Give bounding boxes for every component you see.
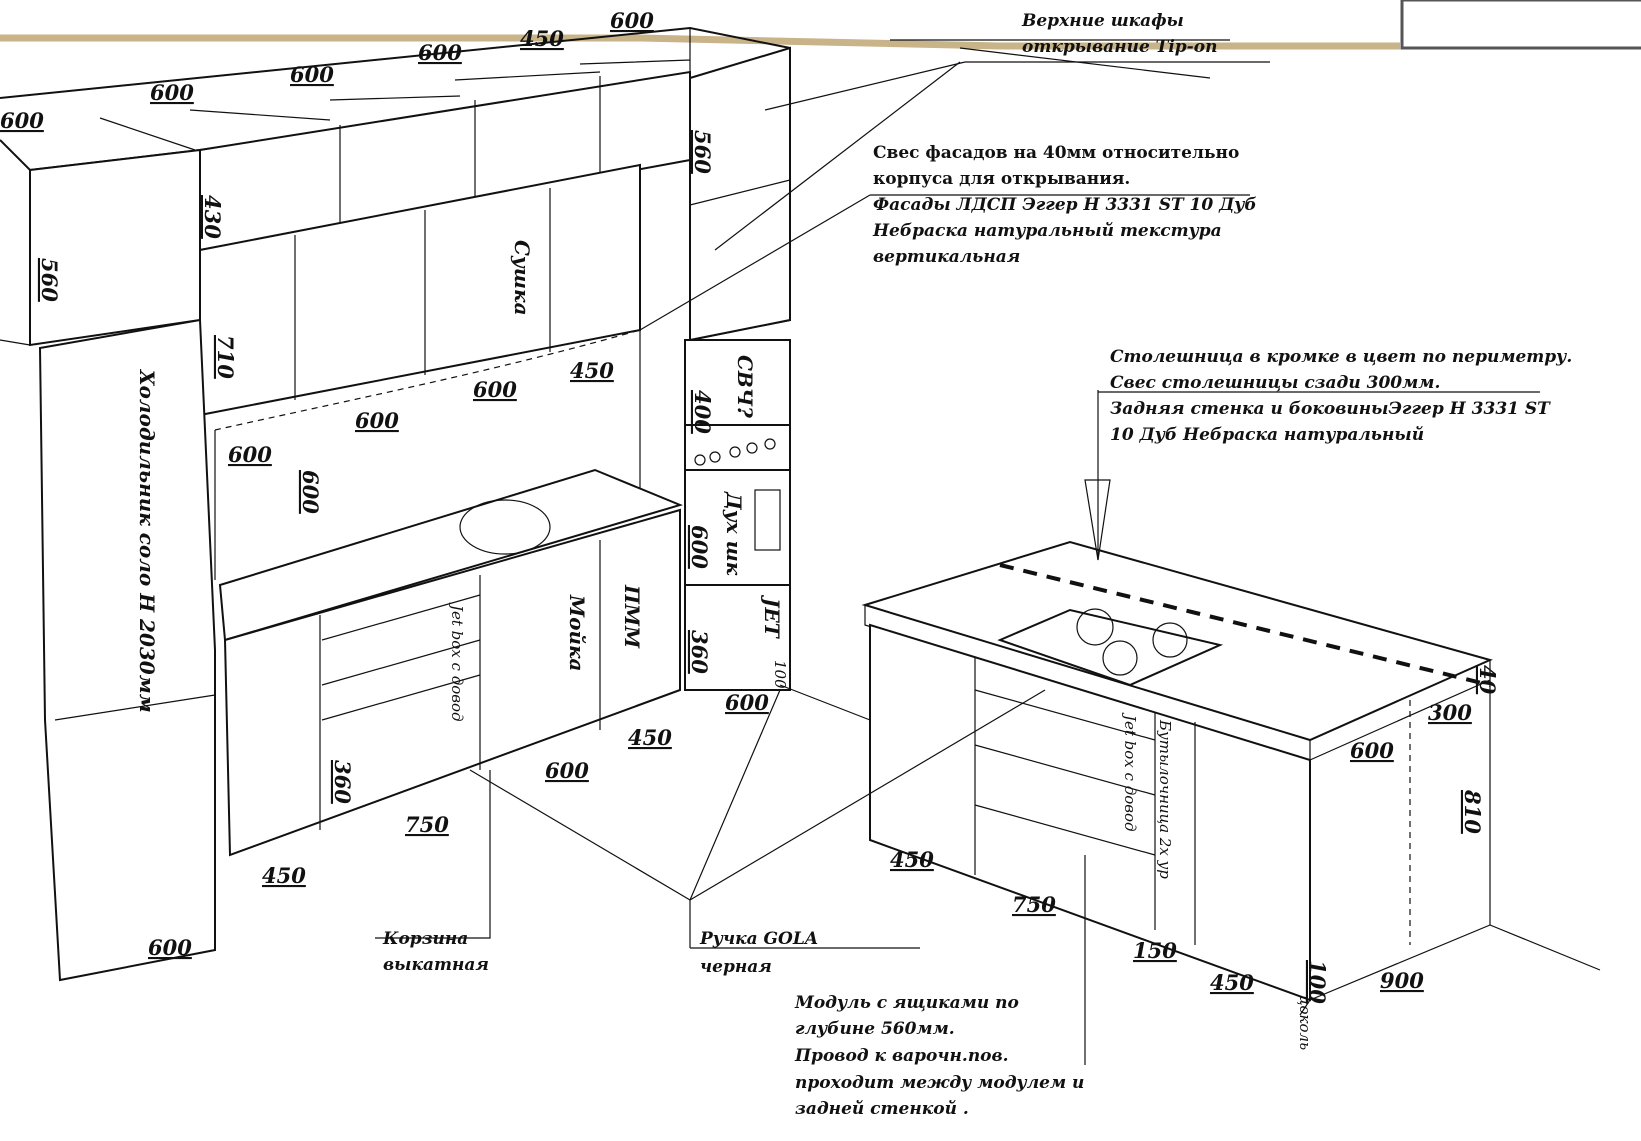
microwave-box bbox=[684, 339, 791, 426]
leader-lines bbox=[375, 39, 1540, 1065]
note-handle-1: Ручка GOLA bbox=[699, 929, 818, 949]
dim-600-i: 600 bbox=[1350, 738, 1394, 763]
wall-run bbox=[0, 26, 871, 982]
note-basket-1: Корзина bbox=[382, 929, 468, 949]
dim-600-w2: 600 bbox=[355, 408, 399, 433]
dim-450-top: 450 bbox=[520, 26, 564, 51]
dim-600-e: 600 bbox=[610, 8, 654, 33]
island bbox=[861, 540, 1601, 1016]
dim-600-a: 600 bbox=[0, 108, 44, 133]
label-jet: JET bbox=[760, 594, 784, 640]
dim-360-r: 360 bbox=[687, 630, 712, 674]
induction-hob bbox=[997, 608, 1224, 687]
label-jetbox-2: Jet box с довод bbox=[1121, 712, 1139, 832]
dim-750-i: 750 bbox=[1012, 892, 1056, 917]
note-facade-1: Свес фасадов на 40мм относительно bbox=[873, 143, 1239, 163]
note-top-1: Столешница в кромке в цвет по периметру. bbox=[1110, 347, 1572, 367]
dim-600-oven: 600 bbox=[687, 525, 712, 569]
left-upper-cabinet bbox=[29, 148, 201, 347]
dim-600-b: 600 bbox=[150, 80, 194, 105]
dim-600-h: 600 bbox=[298, 470, 323, 514]
note-module-1: Модуль с ящиками по bbox=[794, 993, 1019, 1013]
label-dishwasher: ПММ bbox=[620, 584, 644, 649]
dim-560-r: 560 bbox=[690, 130, 715, 174]
dim-450-w: 450 bbox=[570, 358, 614, 383]
dim-600-w3: 600 bbox=[473, 377, 517, 402]
label-sink: Мойка bbox=[565, 594, 589, 672]
dim-600-b1: 600 bbox=[725, 690, 769, 715]
dim-600-d: 600 bbox=[418, 40, 462, 65]
fridge bbox=[38, 318, 216, 982]
dim-600-fridge: 600 bbox=[148, 935, 192, 960]
dim-900-i: 900 bbox=[1380, 968, 1424, 993]
dim-810: 810 bbox=[1460, 789, 1485, 834]
label-oven: Дух шк bbox=[722, 491, 746, 576]
oven-knobs bbox=[694, 438, 776, 466]
label-microwave: СВЧ? bbox=[733, 355, 757, 418]
label-fridge: Холодильник соло Н 2030мм bbox=[135, 368, 159, 713]
dim-560-l: 560 bbox=[37, 258, 62, 302]
dim-450-b2: 450 bbox=[262, 863, 306, 888]
dim-600-b2: 600 bbox=[545, 758, 589, 783]
note-module-4: проходит между модулем и bbox=[795, 1073, 1084, 1093]
dim-300: 300 bbox=[1428, 700, 1472, 725]
note-top-4: 10 Дуб Небраска натуральный bbox=[1110, 425, 1424, 445]
note-module-5: задней стенкой . bbox=[795, 1099, 969, 1119]
dim-710: 710 bbox=[213, 335, 238, 379]
dim-600-w1: 600 bbox=[228, 442, 272, 467]
ceiling-stripe bbox=[0, 34, 1400, 50]
dim-100-r: 100 bbox=[771, 660, 789, 689]
note-module-3: Провод к варочн.пов. bbox=[794, 1046, 1009, 1066]
dim-40: 40 bbox=[1475, 665, 1500, 695]
jet-cabinet bbox=[684, 584, 791, 691]
note-handle-2: черная bbox=[700, 957, 772, 977]
note-upper-title: Верхние шкафы bbox=[1021, 11, 1184, 31]
dim-400: 400 bbox=[690, 390, 715, 434]
dim-600-c: 600 bbox=[290, 62, 334, 87]
tall-column bbox=[689, 46, 791, 342]
dim-450-i2: 450 bbox=[1210, 970, 1254, 995]
note-top-3: Задняя стенка и боковиныЭггер H 3331 ST bbox=[1110, 399, 1551, 419]
label-plinth: цоколь bbox=[1296, 995, 1314, 1050]
dim-100-i: 100 bbox=[1305, 960, 1330, 1004]
dim-750-b: 750 bbox=[405, 812, 449, 837]
note-basket-2: выкатная bbox=[383, 955, 489, 975]
note-facade-3: Фасады ЛДСП Эггер H 3331 ST 10 Дуб bbox=[873, 195, 1257, 215]
label-dryer: Сушка bbox=[510, 240, 534, 316]
dim-360-l: 360 bbox=[330, 760, 355, 804]
note-module-2: глубине 560мм. bbox=[795, 1019, 955, 1039]
note-facade-2: корпуса для открывания. bbox=[873, 169, 1130, 189]
note-facade-5: вертикальная bbox=[873, 247, 1020, 267]
dim-450-i: 450 bbox=[890, 847, 934, 872]
note-upper-sub: открывание Tip-on bbox=[1022, 37, 1217, 57]
note-facade-4: Небраска натуральный текстура bbox=[872, 221, 1222, 241]
dim-450-b1: 450 bbox=[628, 725, 672, 750]
label-bottles: Бутылочница 2х ур bbox=[1156, 719, 1174, 879]
label-jetbox-1: Jet box с довод bbox=[448, 602, 466, 722]
note-top-2: Свес столешницы сзади 300мм. bbox=[1110, 373, 1440, 393]
wall-countertop bbox=[218, 468, 683, 642]
corner-frame bbox=[1400, 0, 1641, 50]
sink-bowl bbox=[459, 499, 551, 555]
dim-430: 430 bbox=[200, 195, 225, 239]
dim-150-i: 150 bbox=[1133, 938, 1177, 963]
